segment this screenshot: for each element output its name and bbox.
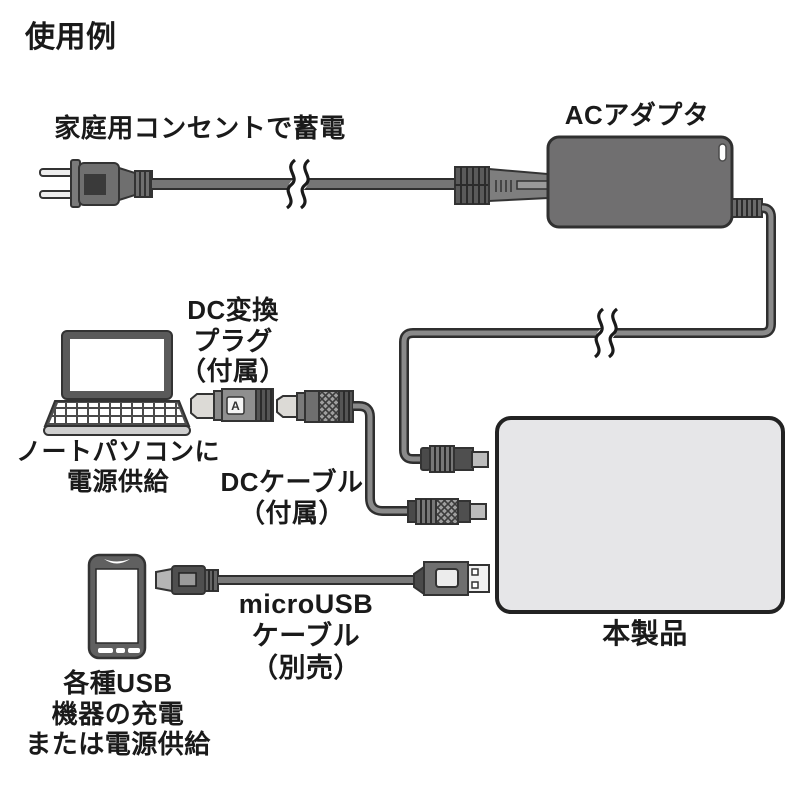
smartphone-icon: [87, 553, 147, 660]
product-box: [495, 416, 785, 614]
micro-usb-cable-label: microUSB ケーブル （別売）: [238, 589, 374, 683]
dc-cable-product-plug-icon: [407, 498, 487, 525]
usb-devices-label: 各種USB 機器の充電 または電源供給: [25, 668, 211, 760]
micro-usb-plug-icon: [155, 565, 219, 595]
dc-conversion-plug-label: DC変換 プラグ （付属）: [179, 295, 287, 387]
dc-conversion-plug-icon: A: [190, 388, 274, 422]
laptop-icon: [43, 330, 191, 436]
adapter-input-connector: [454, 166, 549, 205]
led-indicator: [718, 143, 727, 162]
dc-cable-label: DCケーブル （付属）: [220, 467, 364, 528]
cord-break-mark-icon: [593, 309, 619, 357]
cord-break-mark-icon: [285, 160, 311, 208]
speaker-notch: [104, 559, 130, 564]
product-label: 本製品: [602, 618, 688, 649]
ac-adapter-icon: [546, 135, 734, 229]
page-title: 使用例: [25, 21, 117, 54]
laptop-label: ノートパソコンに 電源供給: [15, 438, 221, 496]
ac-adapter-label: ACアダプタ: [564, 100, 710, 130]
outlet-label: 家庭用コンセントで蓄電: [54, 113, 346, 143]
dc-cable-plug-icon: [276, 390, 354, 423]
adapter-dc-plug-icon: [420, 445, 489, 473]
adapter-output-cable: [399, 198, 776, 464]
dc-cable: [353, 401, 408, 516]
plug-marking: A: [231, 399, 240, 413]
usb-a-plug-icon: [413, 561, 490, 596]
ac-plug-icon: [39, 159, 153, 208]
